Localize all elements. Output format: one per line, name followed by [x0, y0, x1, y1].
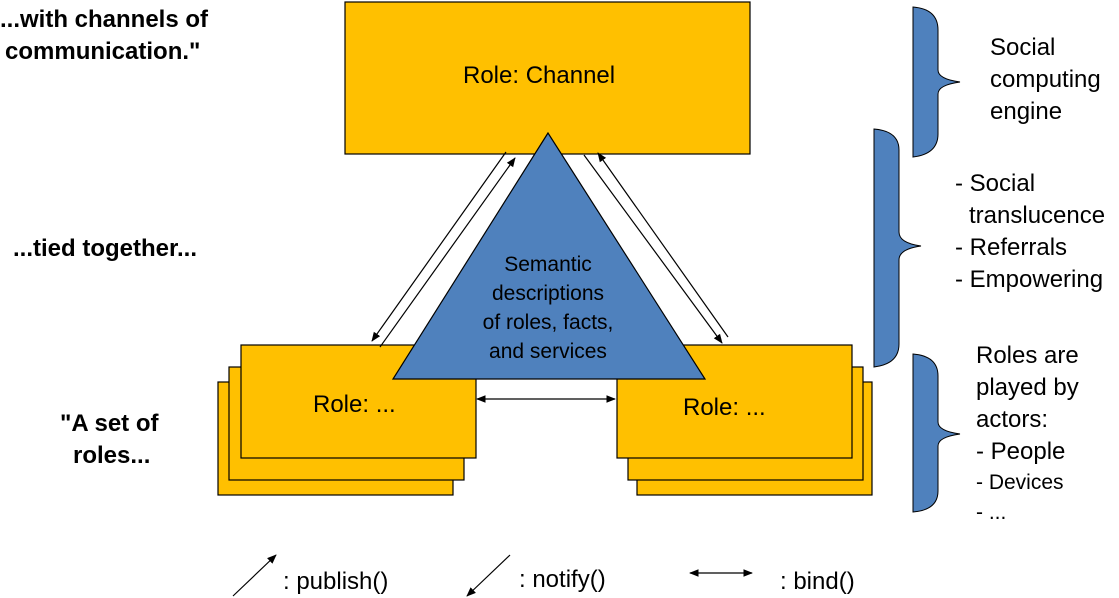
left-publish-arrow — [379, 157, 516, 348]
semantic-triangle — [391, 131, 707, 380]
right-label-top: Social computing engine — [990, 34, 1101, 125]
triangle-text: Semantic descriptions of roles, facts, a… — [482, 253, 614, 363]
channel-role-label: Role: Channel — [463, 62, 616, 89]
left-notify-arrow — [371, 151, 507, 342]
left-role-stack — [217, 344, 477, 496]
right-publish-arrow — [597, 152, 729, 338]
brace-bottom — [912, 353, 961, 513]
left-role-label: Role: ... — [313, 391, 396, 418]
legend-notify-arrow — [466, 554, 511, 597]
legend-publish-arrow — [232, 554, 277, 597]
channel-role-box — [344, 1, 751, 155]
legend-publish-label: : publish() — [283, 568, 389, 595]
brace-top — [912, 6, 961, 158]
left-label-top: ...with channels of communication." — [0, 6, 209, 65]
right-label-middle: - Social translucence - Referrals - Empo… — [955, 170, 1106, 293]
right-role-label: Role: ... — [683, 394, 766, 421]
left-label-bottom: "A set of roles... — [60, 410, 159, 469]
legend-notify-label: : notify() — [519, 566, 606, 593]
right-label-bottom: Roles are played by actors: - People - D… — [976, 342, 1079, 524]
left-label-middle: ...tied together... — [13, 235, 198, 262]
legend-bind-label: : bind() — [780, 568, 855, 595]
brace-middle — [873, 128, 922, 368]
right-notify-arrow — [583, 154, 723, 344]
